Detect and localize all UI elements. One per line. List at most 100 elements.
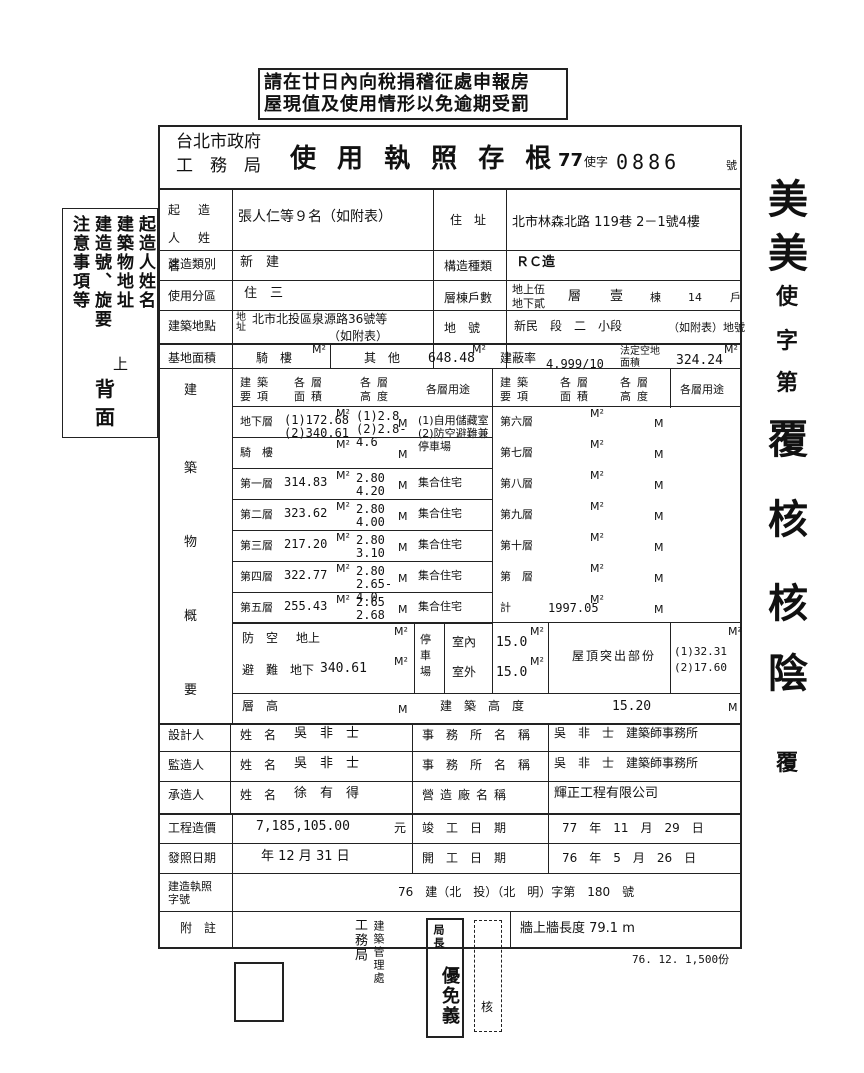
divider xyxy=(510,911,511,949)
unit: M² xyxy=(336,438,350,451)
remarks-label: 附 註 xyxy=(180,921,217,935)
roof-label: 屋頂突出部份 xyxy=(572,649,657,663)
other-value: 648.48 xyxy=(428,351,475,366)
vertical-char: 築 xyxy=(184,461,198,476)
contractor-factory-label: 營造廠名稱 xyxy=(422,788,513,802)
divider xyxy=(158,310,742,311)
floor-use: 集合住宅 xyxy=(418,569,462,582)
applicant-value: 張人仁等９名（如附表） xyxy=(238,209,392,225)
unit: M² xyxy=(728,625,742,638)
divider xyxy=(232,188,233,723)
divider xyxy=(158,368,742,369)
supervisor-office: 吳 非 士 建築師事務所 xyxy=(554,756,699,770)
build-type-value: 新 建 xyxy=(240,255,280,270)
divider xyxy=(444,622,445,693)
designer-name-label: 姓 名 xyxy=(240,728,277,742)
permit-number: 0886 xyxy=(616,150,681,174)
unit: M xyxy=(654,479,664,492)
hdr-area: 各層面積 xyxy=(294,376,328,403)
floor-use: 集合住宅 xyxy=(418,538,462,551)
divider xyxy=(158,723,742,725)
shelter-above: 地上 xyxy=(296,631,321,645)
margin-char: 美 xyxy=(768,230,808,277)
unit: M² xyxy=(336,500,350,513)
permit-year: 77 xyxy=(558,150,584,171)
floor-height: 2.80 2.65-4.0 xyxy=(356,564,393,604)
lot-label: 地 號 xyxy=(444,321,481,335)
contractor-factory: 輝正工程有限公司 xyxy=(554,786,659,801)
floor-label: 第五層 xyxy=(240,601,273,614)
divider xyxy=(232,530,492,531)
floor-label: 第八層 xyxy=(500,477,533,490)
roof-value-2: (2)17.60 xyxy=(674,661,727,674)
floor-label: 第一層 xyxy=(240,477,273,490)
parking-out-value: 15.0 xyxy=(496,665,528,680)
applicant-label: 起造人姓名 xyxy=(168,203,229,273)
unit: M xyxy=(398,417,408,430)
unit: M² xyxy=(590,438,604,451)
cost-value: 7,185,105.00 xyxy=(256,819,350,834)
issue-label: 發照日期 xyxy=(168,851,217,865)
issue-value: 年 12 月 31 日 xyxy=(248,849,350,864)
people-rows: 設計人 姓 名 吳 非 士 事 務 所 名 稱 吳 非 士 建築師事務所 監造人… xyxy=(158,723,742,813)
margin-char: 核 xyxy=(768,496,808,543)
side-note-extra3: 面 xyxy=(95,405,115,429)
header-divider xyxy=(158,188,742,190)
unit: M² xyxy=(336,469,350,482)
side-note-extra2: 背 xyxy=(95,377,115,401)
supervisor-name: 吳 非 士 xyxy=(294,756,360,771)
divider xyxy=(158,911,742,912)
footer-print: 76. 12. 1,500份 xyxy=(632,953,730,966)
zone-label: 使用分區 xyxy=(168,289,217,303)
designer-office-label: 事 務 所 名 稱 xyxy=(422,728,531,742)
floors-hu: 戶 xyxy=(730,291,741,304)
floor-area: (1)172.68 (2)340.61 xyxy=(284,413,350,440)
divider xyxy=(232,499,492,500)
unit: M² xyxy=(336,407,350,420)
unit: M² xyxy=(336,562,350,575)
roof-value-1: (1)32.31 xyxy=(674,645,727,658)
finish-label: 竣 工 日 期 xyxy=(422,821,507,835)
divider xyxy=(232,592,492,593)
floor-height: (1)2.8 (2)2.8-4.6 xyxy=(356,409,407,449)
margin-char: 覆 xyxy=(776,750,799,776)
contractor-name: 徐 有 得 xyxy=(294,786,360,801)
floor-use: (1)自用儲藏室 (2)防空避難兼停車場 xyxy=(418,414,489,453)
divider xyxy=(414,622,415,693)
floors-below: 地下貳 xyxy=(512,297,545,310)
hdr-height: 各層高度 xyxy=(360,376,394,403)
director-stamp: 局長 優免義 xyxy=(426,918,464,1038)
coverage-value: 4.999/10 xyxy=(546,357,604,371)
unit: M xyxy=(654,448,664,461)
build-height-label: 建 築 高 度 xyxy=(440,699,525,713)
stamp-text: 建築管理處 xyxy=(372,920,385,985)
divider xyxy=(230,723,231,813)
lot-value: 新民 段 二 小段 xyxy=(514,319,623,333)
agency-line-1: 台北市政府 xyxy=(176,132,261,152)
start-value: 76 年 5 月 26 日 xyxy=(562,851,697,865)
divider xyxy=(158,280,742,281)
margin-char: 第 xyxy=(776,370,799,396)
parking-in-value: 15.0 xyxy=(496,635,528,650)
stamp-seal xyxy=(234,962,284,1022)
divider xyxy=(158,751,742,752)
agency-line-2: 工 務 局 xyxy=(176,156,261,176)
unit: M² xyxy=(394,655,408,668)
floors-unit: 棟 xyxy=(650,291,661,304)
unit: M² xyxy=(590,562,604,575)
unit: M xyxy=(398,510,408,523)
structure-label: 構造種類 xyxy=(444,259,493,273)
start-label: 開 工 日 期 xyxy=(422,851,507,865)
base-area-label: 基地面積 xyxy=(168,351,217,365)
form-frame xyxy=(158,125,742,949)
build-type-label: 建造類別 xyxy=(168,257,217,271)
permit-value: 76 建（北 投）（北 明）字第 180 號 xyxy=(398,885,635,899)
unit: M² xyxy=(472,343,486,356)
margin-char: 使 xyxy=(776,284,799,310)
page-title: 使 用 執 照 存 根 xyxy=(290,144,558,174)
vertical-char: 物 xyxy=(184,535,198,550)
lot-note: （如附表）地號 xyxy=(668,321,745,334)
hdr-item-r: 建築要項 xyxy=(500,376,534,403)
divider xyxy=(412,723,413,813)
divider xyxy=(232,693,742,694)
